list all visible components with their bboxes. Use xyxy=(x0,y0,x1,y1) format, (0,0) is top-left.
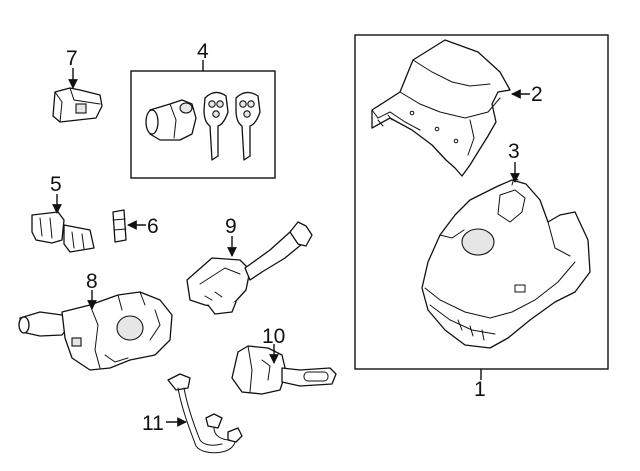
callout-3: 3 xyxy=(508,140,520,163)
upper-column-cover xyxy=(371,39,511,177)
callout-5: 5 xyxy=(50,173,62,196)
callout-4: 4 xyxy=(197,40,209,63)
callout-7: 7 xyxy=(66,47,78,70)
callout-2: 2 xyxy=(531,83,543,106)
wiper-switch xyxy=(186,221,313,315)
callout-6: 6 xyxy=(147,215,159,238)
small-switch xyxy=(112,209,127,243)
bracket xyxy=(52,87,103,123)
combination-switch xyxy=(18,291,173,371)
sensor-connector xyxy=(31,211,95,253)
callout-8: 8 xyxy=(86,270,98,293)
callout-11: 11 xyxy=(142,412,164,435)
cruise-control-switch xyxy=(231,345,337,395)
lock-cylinder xyxy=(145,99,197,141)
lower-column-cover xyxy=(421,177,591,349)
callout-1: 1 xyxy=(474,378,486,401)
ignition-key-2 xyxy=(235,91,261,161)
ignition-key-1 xyxy=(203,91,229,161)
wire-harness xyxy=(167,373,243,454)
callout-9: 9 xyxy=(225,215,237,238)
callout-10: 10 xyxy=(262,325,285,348)
